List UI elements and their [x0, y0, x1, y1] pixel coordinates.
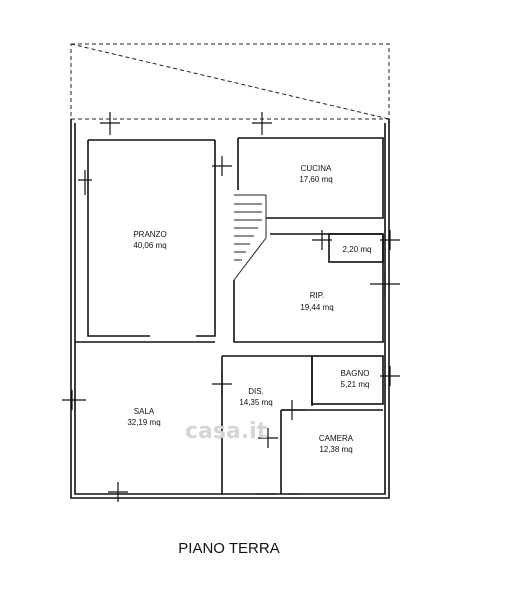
room-name: BAGNO — [341, 369, 370, 378]
room-area: 14,35 mq — [239, 398, 272, 407]
interior-walls — [75, 137, 384, 494]
staircase — [233, 194, 267, 281]
room-name: CUCINA — [301, 164, 332, 173]
room-label-cucina: CUCINA 17,60 mq — [299, 164, 332, 184]
room-name: PRANZO — [133, 230, 166, 239]
room-area: 12,38 mq — [319, 445, 352, 454]
room-name: DIS. — [248, 387, 264, 396]
porch-outline — [70, 43, 390, 120]
room-name: SALA — [134, 407, 155, 416]
room-name: RIP. — [310, 291, 325, 300]
room-area: 40,06 mq — [133, 241, 166, 250]
outer-walls — [70, 119, 390, 499]
room-label-camera: CAMERA 12,38 mq — [319, 434, 354, 454]
room-label-closet: 2,20 mq — [343, 245, 372, 254]
room-label-bagno: BAGNO 5,21 mq — [341, 369, 370, 389]
room-area: 32,19 mq — [127, 418, 160, 427]
watermark: casa.it — [185, 419, 268, 444]
room-label-pranzo: PRANZO 40,06 mq — [133, 230, 166, 250]
room-area: 19,44 mq — [300, 303, 333, 312]
room-label-sala: SALA 32,19 mq — [127, 407, 160, 427]
plan-title: PIANO TERRA — [178, 540, 279, 557]
room-label-dis: DIS. 14,35 mq — [239, 387, 272, 407]
room-label-rip: RIP. 19,44 mq — [300, 291, 333, 312]
room-area: 17,60 mq — [299, 175, 332, 184]
room-name: CAMERA — [319, 434, 354, 443]
room-area: 5,21 mq — [341, 380, 370, 389]
room-area: 2,20 mq — [343, 245, 372, 254]
opening-marks — [62, 112, 400, 502]
